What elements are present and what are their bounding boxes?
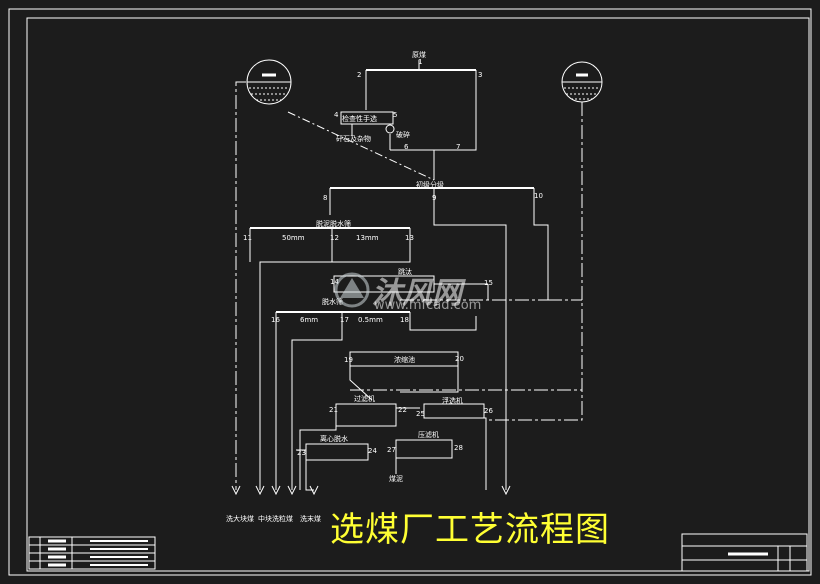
tank-left-main-pipe <box>235 81 246 490</box>
num-27: 27 <box>387 446 396 454</box>
num-20: 20 <box>455 355 464 363</box>
num-14: 14 <box>330 278 339 286</box>
label-flotation: 浮选机 <box>442 396 463 405</box>
label-thickener: 浓缩池 <box>394 355 415 364</box>
num-28: 28 <box>454 444 463 452</box>
centrifuge-box <box>305 443 369 461</box>
product-fine: 洗粒煤 <box>272 514 293 523</box>
num-18: 18 <box>400 316 409 324</box>
num-11: 11 <box>243 234 252 242</box>
num-4: 4 <box>334 111 339 119</box>
watermark-url: www.mfcad.com <box>374 298 482 313</box>
tank-left-return <box>287 111 435 181</box>
label-50mm: 50mm <box>282 234 305 242</box>
crusher-symbol <box>385 124 395 134</box>
product-powder: 洗末煤 <box>300 514 321 523</box>
num-23: 23 <box>297 449 306 457</box>
filter-down <box>299 426 337 490</box>
thickener-under-left <box>349 366 373 401</box>
label-press: 压滤机 <box>418 430 439 439</box>
num-9: 9 <box>432 194 436 202</box>
num-26: 26 <box>484 407 493 415</box>
water-tank-right <box>561 61 603 103</box>
label-filter: 过滤机 <box>354 394 375 403</box>
num-7: 7 <box>456 143 460 151</box>
label-13mm: 13mm <box>356 234 379 242</box>
label-raw-coal: 原煤 <box>412 50 426 59</box>
label-05mm: 0.5mm <box>358 316 383 324</box>
flotation-box <box>423 403 485 419</box>
thickener-under-right <box>400 366 459 393</box>
num-8: 8 <box>323 194 327 202</box>
watermark-logo-text: 沐风网 <box>372 276 462 311</box>
num-17: 17 <box>340 316 349 324</box>
grade-line-9 <box>433 188 507 490</box>
label-gangue: 矸石及杂物 <box>336 134 371 143</box>
grade-line-10 <box>533 188 549 300</box>
num-16: 16 <box>271 316 280 324</box>
line-17 <box>291 312 343 490</box>
label-grading: 初级分级 <box>416 180 444 189</box>
label-slime: 煤泥 <box>389 474 403 483</box>
num-19: 19 <box>344 356 353 364</box>
label-6mm: 6mm <box>300 316 318 324</box>
product-arrows <box>231 485 511 496</box>
filter-box <box>335 403 397 427</box>
num-6: 6 <box>404 143 409 151</box>
num-24: 24 <box>368 447 377 455</box>
num-3: 3 <box>478 71 482 79</box>
line-13 <box>259 228 411 490</box>
num-21: 21 <box>329 406 338 414</box>
inner-frame <box>26 17 810 572</box>
label-centrifuge: 离心脱水 <box>320 434 348 443</box>
water-tank-left <box>246 59 292 105</box>
hand-picking-belt <box>340 111 394 125</box>
num-12: 12 <box>330 234 339 242</box>
outer-frame <box>8 8 812 576</box>
product-medium: 中块 <box>258 514 272 523</box>
watermark-logo-icon <box>334 272 370 308</box>
line-18 <box>409 312 477 331</box>
title-block-right <box>681 533 808 572</box>
title-block-left <box>28 536 156 570</box>
num-10: 10 <box>534 192 543 200</box>
label-jig: 跳汰 <box>398 267 412 276</box>
num-2: 2 <box>357 71 361 79</box>
num-5: 5 <box>393 111 397 119</box>
thickener-box <box>349 351 459 367</box>
hopper-line <box>433 70 477 180</box>
label-crusher: 破碎 <box>396 130 410 139</box>
page-title: 选煤厂工艺流程图 <box>330 510 610 550</box>
num-22: 22 <box>398 406 407 414</box>
num-1: 1 <box>418 58 422 66</box>
num-25: 25 <box>416 410 425 418</box>
label-hand-picking: 检查性手选 <box>342 114 377 123</box>
centrifuge-down <box>305 460 314 491</box>
label-desliming: 脱泥脱水筛 <box>316 219 351 228</box>
num-15b: 15 <box>484 279 493 287</box>
num-13: 13 <box>405 234 414 242</box>
press-box <box>395 439 453 459</box>
label-dewater: 脱水筛 <box>322 297 343 306</box>
tank-right-main-pipe <box>486 102 583 421</box>
product-lump: 洗大块煤 <box>226 514 254 523</box>
flotation-down <box>484 417 487 490</box>
